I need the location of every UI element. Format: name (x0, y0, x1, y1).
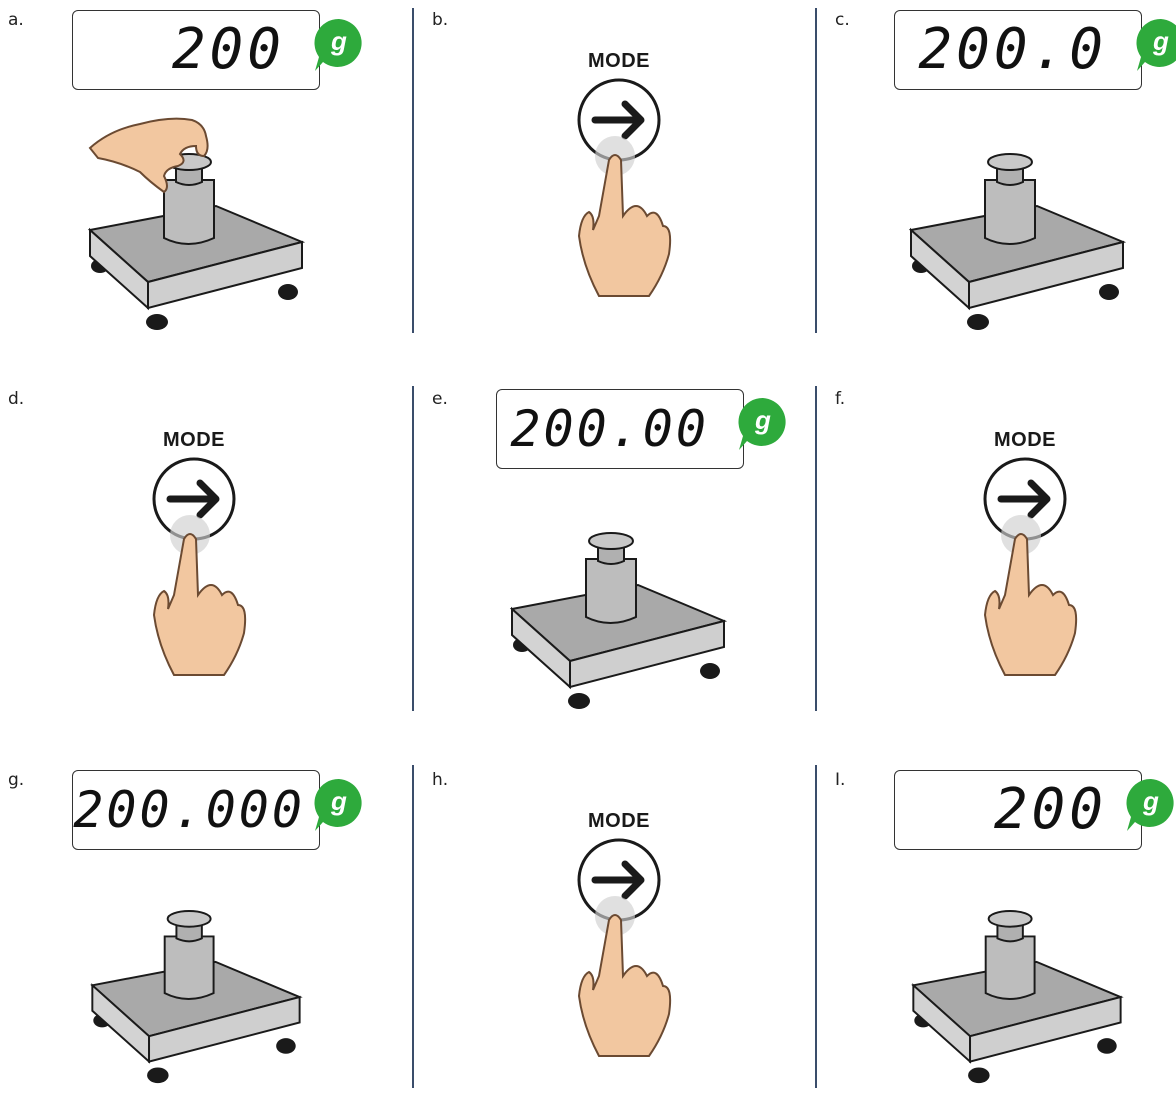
panel-c: c. 200.0 g (815, 0, 1176, 340)
panel-e: e. 200.00 g (412, 379, 816, 719)
panel-h: h. MODE (412, 760, 816, 1100)
mode-label: MODE (965, 429, 1085, 452)
panel-g: g. 200.000 g (0, 760, 404, 1100)
mode-button-icon (559, 836, 689, 1061)
panel-label: b. (432, 10, 448, 30)
display-reading: 200.00 (510, 396, 709, 462)
scale-with-weight-icon (901, 868, 1131, 1088)
panel-label: c. (835, 10, 850, 30)
scale-display: 200 g (72, 10, 320, 90)
mode-label: MODE (559, 50, 679, 73)
unit-badge: g (313, 777, 369, 833)
unit-badge: g (737, 396, 793, 452)
unit-badge: g (1125, 777, 1176, 833)
mode-button-icon (559, 76, 689, 301)
panel-label: a. (8, 10, 24, 30)
panel-label: h. (432, 770, 448, 790)
unit-label: g (313, 786, 365, 817)
mode-label: MODE (559, 810, 679, 833)
scale-display: 200.000 g (72, 770, 320, 850)
scale-with-weight-icon (901, 110, 1131, 335)
scale-with-weight-icon (80, 868, 310, 1088)
display-reading: 200.0 (918, 17, 1107, 83)
panel-a: a. 200 g (0, 0, 404, 340)
panel-label: g. (8, 770, 24, 790)
unit-label: g (1135, 26, 1176, 57)
panel-label: f. (835, 389, 845, 409)
mode-button-icon (965, 455, 1095, 680)
panel-d: d. MODE (0, 379, 404, 719)
panel-f: f. MODE (815, 379, 1176, 719)
panel-label: I. (835, 770, 845, 790)
panel-label: d. (8, 389, 24, 409)
unit-label: g (737, 405, 789, 436)
unit-label: g (1125, 786, 1176, 817)
unit-badge: g (313, 17, 369, 73)
unit-label: g (313, 26, 365, 57)
unit-badge: g (1135, 17, 1176, 73)
display-reading: 200 (994, 777, 1107, 843)
scale-display: 200.0 g (894, 10, 1142, 90)
display-reading: 200.000 (73, 777, 305, 843)
scale-with-weight-icon (502, 489, 732, 714)
scale-with-weight-icon (80, 110, 310, 335)
mode-label: MODE (134, 429, 254, 452)
panel-b: b. MODE (412, 0, 816, 340)
scale-display: 200 g (894, 770, 1142, 850)
panel-i: I. 200 g (815, 760, 1176, 1100)
scale-display: 200.00 g (496, 389, 744, 469)
display-reading: 200 (172, 17, 285, 83)
panel-label: e. (432, 389, 448, 409)
mode-button-icon (134, 455, 264, 680)
